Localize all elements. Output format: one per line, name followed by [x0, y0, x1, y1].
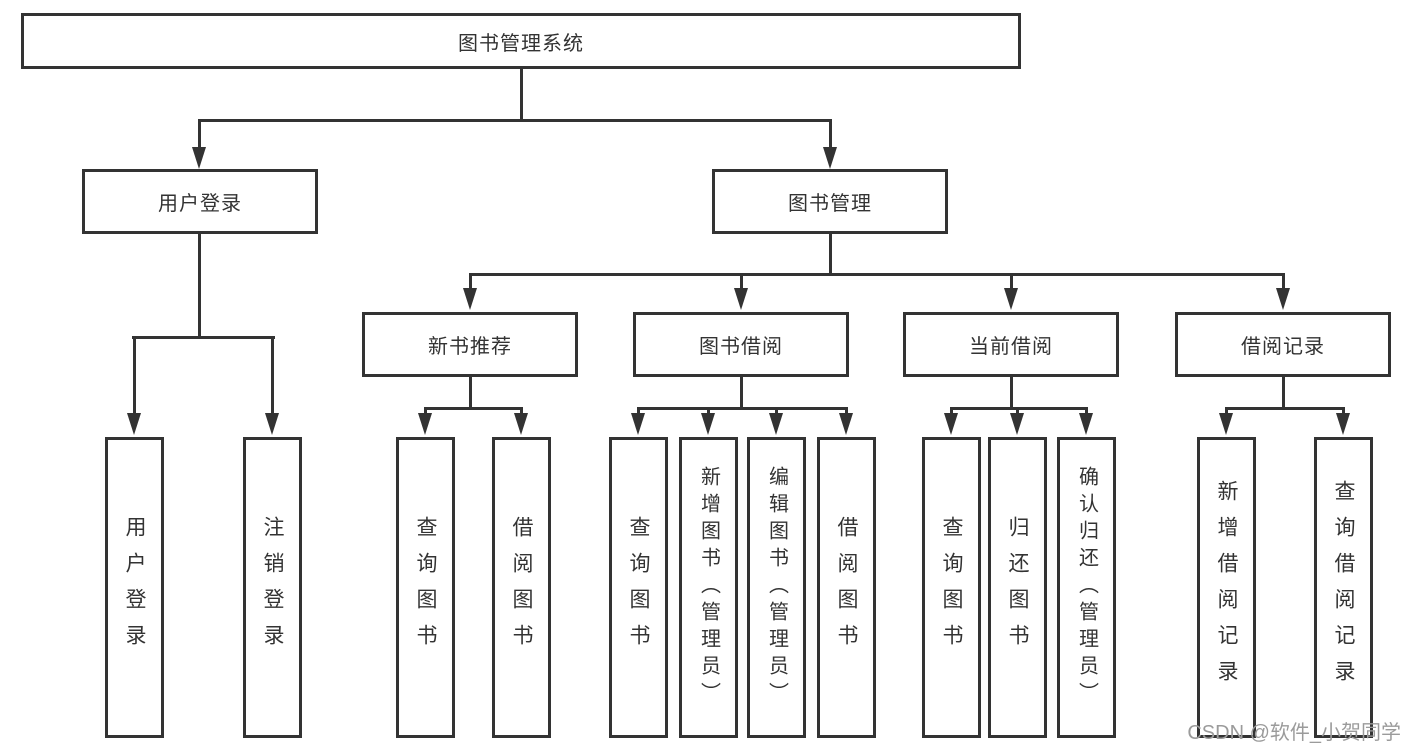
arrow-down-icon [192, 147, 206, 169]
connector-bor-bar [637, 407, 848, 410]
connector-leaf-shaft [133, 336, 136, 415]
connector-user-branch-stub [198, 233, 201, 336]
connector-leaf-shaft [1342, 407, 1345, 415]
node-leaf-cur-confirm: 确认归还（管理员） [1057, 437, 1116, 738]
leaf-label: 借阅图书 [510, 515, 533, 660]
node-leaf-bor-borrow: 借阅图书 [817, 437, 876, 738]
arrow-down-icon [734, 288, 748, 310]
connector-user-branch-bar [132, 336, 275, 339]
leaf-label: 归还图书 [1006, 515, 1029, 660]
arrow-down-icon [701, 413, 715, 435]
arrow-down-icon [631, 413, 645, 435]
connector-rec-stub [469, 377, 472, 407]
connector-leaf-shaft [520, 407, 523, 415]
leaf-label: 编辑图书（管理员） [765, 466, 788, 709]
connector-level3-shaft [1010, 273, 1013, 290]
connector-leaf-shaft [1225, 407, 1228, 415]
csdn-watermark: CSDN @软件_小贺同学 [1187, 722, 1401, 744]
connector-leaf-shaft [637, 407, 640, 415]
arrow-down-icon [823, 147, 837, 169]
node-leaf-logout: 注销登录 [243, 437, 302, 738]
arrow-down-icon [1336, 413, 1350, 435]
connector-cur-stub [1010, 377, 1013, 407]
connector-leaf-shaft [707, 407, 710, 415]
arrow-down-icon [769, 413, 783, 435]
arrow-down-icon [418, 413, 432, 435]
connector-book-mgmt-shaft [829, 119, 832, 149]
leaf-label: 查询借阅记录 [1332, 479, 1355, 696]
arrow-down-icon [463, 288, 477, 310]
leaf-label: 新增借阅记录 [1215, 479, 1238, 696]
leaf-label: 查询图书 [414, 515, 437, 660]
arrow-down-icon [514, 413, 528, 435]
arrow-down-icon [839, 413, 853, 435]
node-book-borrow: 图书借阅 [633, 312, 849, 377]
node-leaf-cur-return: 归还图书 [988, 437, 1047, 738]
connector-leaf-shaft [775, 407, 778, 415]
connector-user-login-shaft [198, 119, 201, 149]
arrow-down-icon [127, 413, 141, 435]
leaf-label: 注销登录 [261, 515, 284, 660]
connector-leaf-shaft [950, 407, 953, 415]
connector-bor-stub [740, 377, 743, 407]
connector-level2-bar [198, 119, 831, 122]
arrow-down-icon [1219, 413, 1233, 435]
connector-recd-stub [1282, 377, 1285, 407]
connector-recd-bar [1225, 407, 1345, 410]
connector-level3-shaft [740, 273, 743, 290]
arrow-down-icon [1004, 288, 1018, 310]
node-borrow-records: 借阅记录 [1175, 312, 1391, 377]
leaf-label: 用户登录 [123, 515, 146, 660]
arrow-down-icon [1276, 288, 1290, 310]
arrow-down-icon [944, 413, 958, 435]
connector-leaf-shaft [1085, 407, 1088, 415]
node-leaf-user-login: 用户登录 [105, 437, 164, 738]
node-leaf-bor-query: 查询图书 [609, 437, 668, 738]
node-root: 图书管理系统 [21, 13, 1021, 69]
connector-leaf-shaft [845, 407, 848, 415]
connector-leaf-shaft [1016, 407, 1019, 415]
node-user-login: 用户登录 [82, 169, 318, 234]
connector-root-stub [520, 69, 523, 119]
connector-level3-shaft [1282, 273, 1285, 290]
arrow-down-icon [265, 413, 279, 435]
node-leaf-recd-add: 新增借阅记录 [1197, 437, 1256, 738]
node-leaf-recd-query: 查询借阅记录 [1314, 437, 1373, 738]
node-leaf-bor-edit: 编辑图书（管理员） [747, 437, 806, 738]
leaf-label: 借阅图书 [835, 515, 858, 660]
connector-rec-bar [424, 407, 523, 410]
leaf-label: 查询图书 [627, 515, 650, 660]
connector-mgmt-stub [829, 233, 832, 273]
node-book-mgmt: 图书管理 [712, 169, 948, 234]
arrow-down-icon [1079, 413, 1093, 435]
leaf-label: 新增图书（管理员） [697, 466, 720, 709]
connector-leaf-shaft [424, 407, 427, 415]
node-new-books: 新书推荐 [362, 312, 578, 377]
node-leaf-bor-add: 新增图书（管理员） [679, 437, 738, 738]
node-current-borrow: 当前借阅 [903, 312, 1119, 377]
node-leaf-rec-query: 查询图书 [396, 437, 455, 738]
arrow-down-icon [1010, 413, 1024, 435]
node-leaf-cur-query: 查询图书 [922, 437, 981, 738]
connector-leaf-shaft [271, 336, 274, 415]
leaf-label: 确认归还（管理员） [1075, 466, 1098, 709]
leaf-label: 查询图书 [940, 515, 963, 660]
connector-level3-bar [469, 273, 1285, 276]
node-leaf-rec-borrow: 借阅图书 [492, 437, 551, 738]
connector-level3-shaft [469, 273, 472, 290]
